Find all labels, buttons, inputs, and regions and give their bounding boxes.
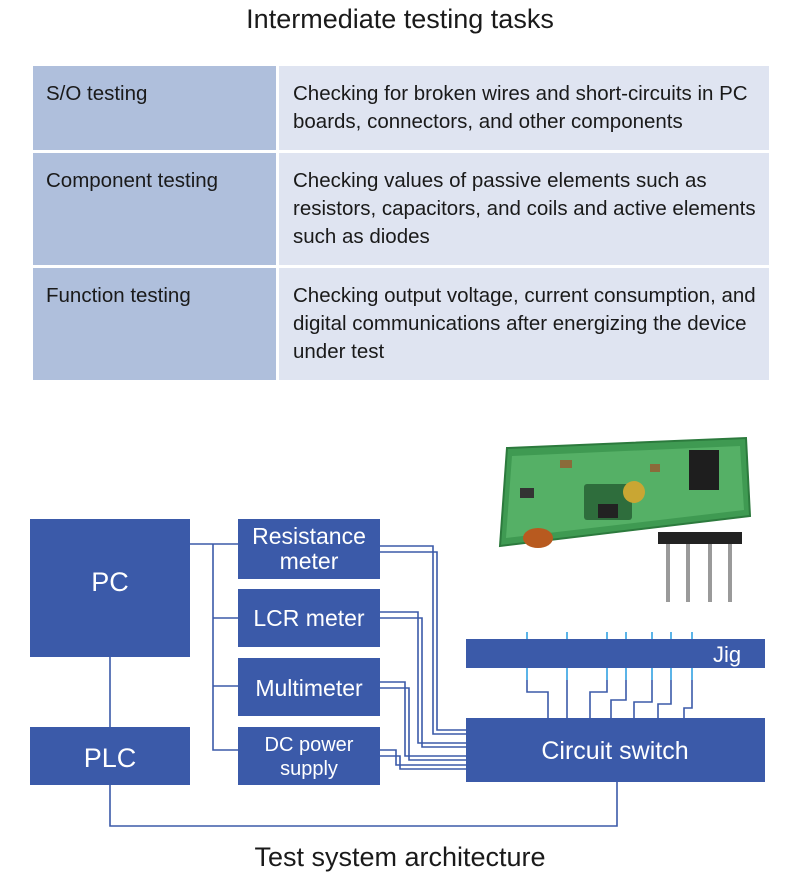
task-description: Checking for broken wires and short-circ… bbox=[276, 63, 772, 153]
resistance-meter-label: meter bbox=[280, 548, 339, 574]
circuit-switch-box bbox=[466, 718, 765, 782]
task-description: Checking values of passive elements such… bbox=[276, 150, 772, 268]
dc-power-supply-label: DC power bbox=[265, 734, 354, 756]
task-name: Function testing bbox=[30, 265, 279, 383]
testing-tasks-table: S/O testing Checking for broken wires an… bbox=[30, 63, 772, 383]
dc-power-supply-box bbox=[238, 727, 380, 785]
jig-box bbox=[466, 639, 765, 668]
lcr-meter-label: LCR meter bbox=[253, 605, 365, 631]
architecture-diagram: PC PLC Resistance meter LCR meter Multim… bbox=[30, 436, 765, 827]
task-description: Checking output voltage, current consump… bbox=[276, 265, 772, 383]
diagram-title: Test system architecture bbox=[254, 842, 546, 872]
pc-label: PC bbox=[91, 567, 129, 597]
resistance-meter-label: Resistance bbox=[252, 523, 366, 549]
table-title: Intermediate testing tasks bbox=[246, 4, 554, 34]
pc-box bbox=[30, 519, 190, 657]
dc-power-supply-label: supply bbox=[280, 758, 338, 780]
multimeter-box bbox=[238, 658, 380, 716]
plc-box bbox=[30, 727, 190, 785]
table-row: Function testing Checking output voltage… bbox=[30, 265, 772, 383]
jig-label: Jig bbox=[713, 642, 741, 667]
table-row: S/O testing Checking for broken wires an… bbox=[30, 63, 772, 153]
task-name: Component testing bbox=[30, 150, 279, 268]
table-row: Component testing Checking values of pas… bbox=[30, 150, 772, 268]
lcr-meter-box bbox=[238, 589, 380, 647]
resistance-meter-box bbox=[238, 519, 380, 579]
circuit-switch-label: Circuit switch bbox=[541, 737, 688, 765]
task-name: S/O testing bbox=[30, 63, 279, 153]
multimeter-label: Multimeter bbox=[255, 675, 363, 701]
plc-label: PLC bbox=[84, 743, 137, 773]
pcb-module-image bbox=[498, 436, 752, 602]
connection-wires bbox=[109, 543, 618, 827]
